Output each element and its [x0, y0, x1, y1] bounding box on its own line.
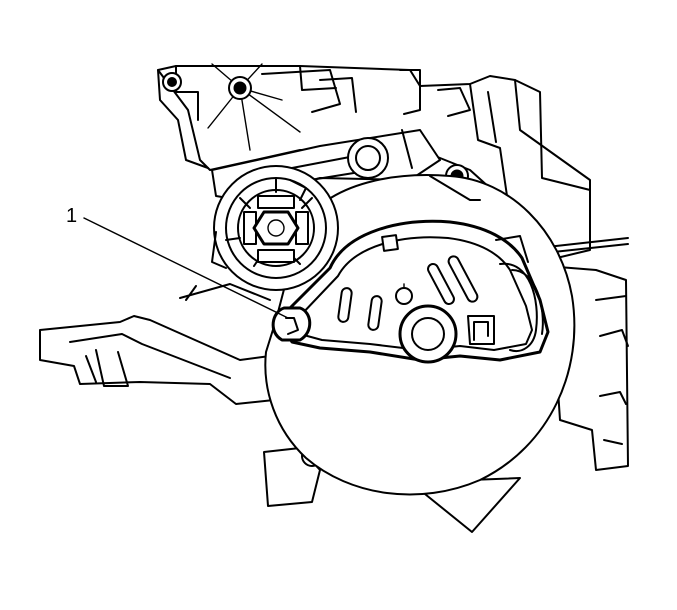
selector-shaft-gear — [211, 165, 339, 291]
switch-face-plate — [271, 219, 550, 364]
callout-1: 1 — [66, 205, 289, 319]
fastener-top-center — [228, 76, 252, 100]
callout-1-label: 1 — [66, 205, 77, 227]
fastener-top-left — [162, 72, 182, 92]
